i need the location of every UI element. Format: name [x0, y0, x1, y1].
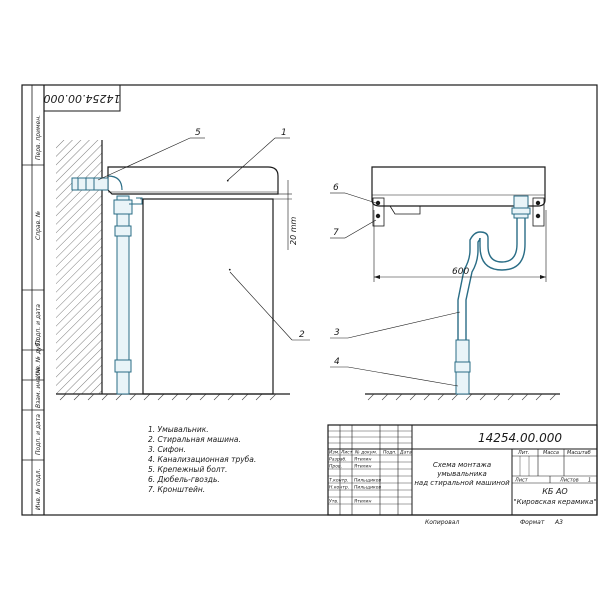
- side-label-1: Справ. №: [35, 211, 42, 240]
- col-header-2: № докум.: [354, 450, 377, 456]
- legend-item-3: 3. Сифон.: [148, 445, 186, 454]
- dimension-gap: 20 mm: [289, 216, 298, 245]
- legend-item-6: 6. Дюбель-гвоздь.: [148, 475, 220, 484]
- callout-6: 6: [333, 183, 339, 193]
- name-1: Ятилин: [353, 464, 371, 470]
- role-3: Н.контр.: [329, 485, 349, 491]
- role-1: Пров.: [329, 464, 342, 470]
- organization-name: "Кировская керамика": [513, 498, 596, 506]
- washing-machine: [142, 198, 274, 395]
- callout-5: 5: [195, 128, 201, 138]
- scale-label: Масштаб: [567, 450, 591, 456]
- sheets-label: Листов: [559, 478, 579, 484]
- role-0: Разраб.: [329, 457, 347, 463]
- role-4: Утв.: [329, 499, 338, 505]
- side-label-2: Подп. и дата: [35, 304, 42, 345]
- dimension-width: 600: [452, 267, 469, 277]
- title-line-0: Схема монтажа: [433, 461, 491, 469]
- col-header-3: Подп.: [383, 450, 397, 456]
- col-header-1: Лист: [340, 450, 353, 456]
- format-label: Формат: [520, 519, 545, 526]
- legend-item-5: 5. Крепежный болт.: [148, 465, 227, 474]
- dot-2: •: [228, 267, 232, 274]
- side-stamp: Перв. примен. Справ. № Подп. и дата Инв.…: [22, 85, 44, 515]
- siphon: [457, 195, 531, 340]
- sheets-value: 1: [588, 478, 591, 484]
- side-label-6: Инв. № подл.: [35, 469, 42, 510]
- rotated-drawing-number: 14254.00.000: [44, 92, 121, 105]
- callout-7: 7: [333, 228, 339, 238]
- side-label-5: Подп. и дата: [35, 414, 42, 455]
- legend: 1. Умывальник. 2. Стиральная машина. 3. …: [148, 425, 256, 494]
- name-3: Пильщиков: [354, 485, 381, 491]
- rotated-number-stamp: 14254.00.000: [43, 84, 121, 112]
- drawing-number: 14254.00.000: [478, 431, 562, 445]
- col-header-4: Дата: [399, 450, 412, 456]
- group-name: КБ АО: [542, 487, 567, 496]
- callout-4: 4: [334, 357, 340, 367]
- role-2: Т.контр.: [329, 478, 349, 484]
- lit-label: Лит.: [517, 450, 530, 456]
- left-view: • • 20 mm 5 1 2: [56, 128, 310, 401]
- col-header-0: Изм.: [329, 450, 340, 456]
- fixing-bolt: [71, 177, 109, 191]
- sheet-label: Лист: [514, 478, 529, 484]
- bracket-left: [372, 197, 385, 227]
- side-label-4: Взам. инв. №: [35, 367, 42, 408]
- drain-pipe-left: [116, 195, 130, 395]
- title-line-1: умывальника: [436, 470, 487, 478]
- washbasin-front: [371, 166, 546, 207]
- legend-item-7: 7. Кронштейн.: [148, 485, 205, 494]
- side-label-3: Инв. № дубл.: [35, 337, 42, 378]
- right-view: 600 6 7 3 4: [330, 166, 560, 401]
- name-4: Ятилин: [353, 499, 371, 505]
- legend-item-1: 1. Умывальник.: [148, 425, 209, 434]
- bracket-right: [532, 197, 545, 227]
- copied-label: Копировал: [425, 519, 459, 526]
- name-2: Пильщиков: [354, 478, 381, 484]
- mass-label: Масса: [543, 450, 559, 456]
- dot-1: •: [226, 178, 230, 185]
- legend-item-4: 4. Канализационная труба.: [148, 455, 256, 464]
- format-value: А3: [554, 519, 563, 526]
- sheet-frame: [21, 84, 598, 516]
- name-0: Ятилин: [353, 457, 371, 463]
- washbasin-left: [107, 166, 279, 195]
- callout-2: 2: [299, 330, 305, 340]
- callout-1: 1: [281, 128, 287, 138]
- title-block: 14254.00.000 Изм. Лист № докум. Подп. Да…: [327, 424, 598, 526]
- title-line-2: над стиральной машиной: [414, 479, 510, 487]
- callout-3: 3: [334, 328, 340, 338]
- legend-item-2: 2. Стиральная машина.: [148, 435, 241, 444]
- side-label-0: Перв. примен.: [35, 115, 42, 160]
